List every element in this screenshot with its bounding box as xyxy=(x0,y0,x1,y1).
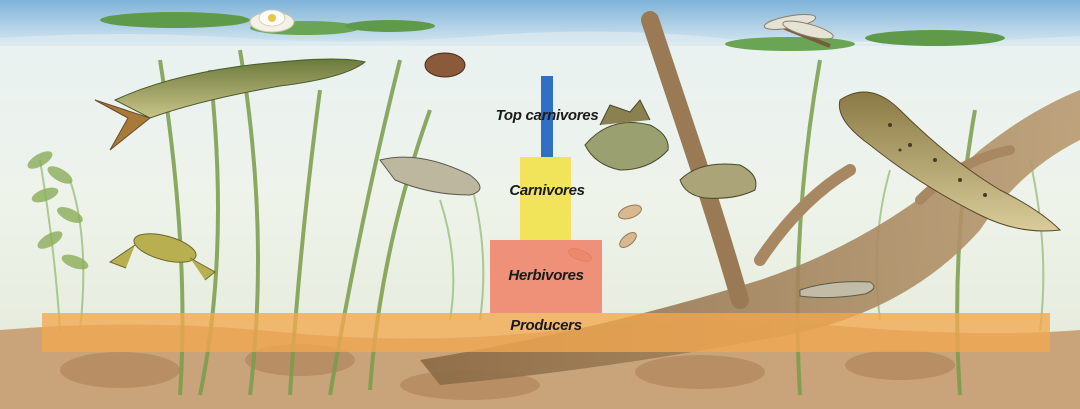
water-beetle xyxy=(425,53,465,77)
label-producers: Producers xyxy=(510,317,582,334)
label-herbivores: Herbivores xyxy=(508,267,583,284)
label-top-carnivores: Top carnivores xyxy=(496,107,599,124)
label-carnivores: Carnivores xyxy=(509,182,584,199)
